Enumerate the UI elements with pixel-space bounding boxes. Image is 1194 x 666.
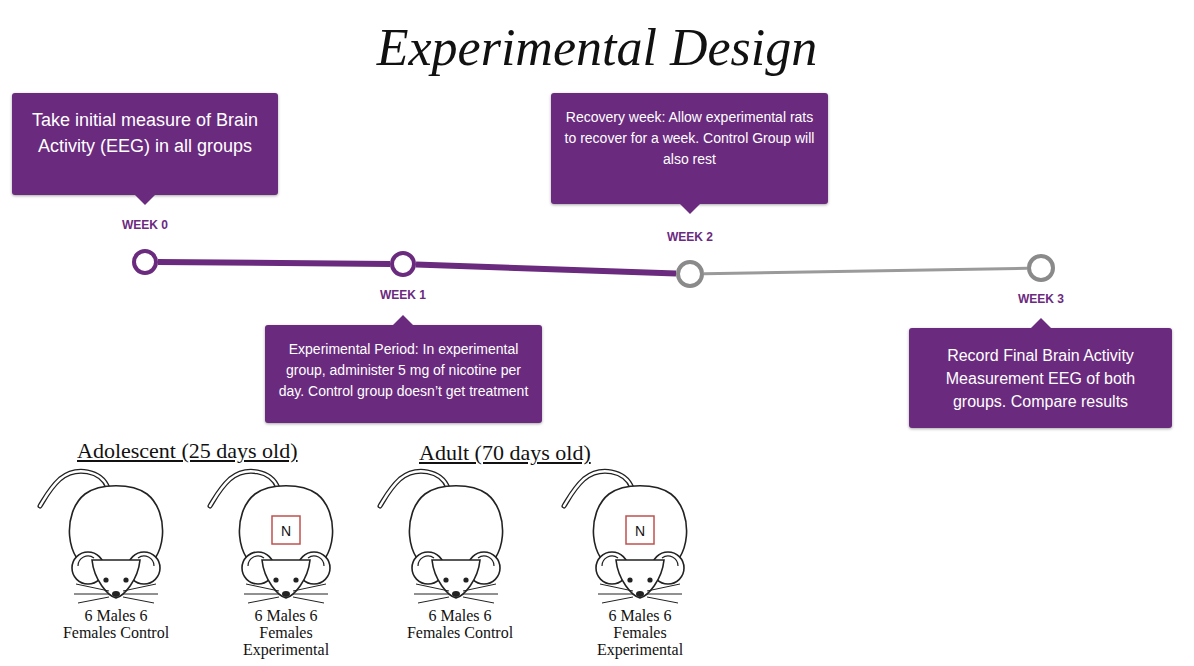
group-caption: 6 Males 6 Females Experimental [582, 607, 698, 658]
group-heading: Adult (70 days old) [419, 440, 591, 466]
callout-text: Recovery week: Allow experimental rats t… [563, 107, 816, 170]
rat-figure [40, 471, 163, 603]
timeline-segment [704, 268, 1027, 274]
callout-pointer [680, 204, 700, 214]
callout-text: Experimental Period: In experimental gro… [275, 339, 532, 402]
rat-figure [380, 471, 503, 603]
week-circle [675, 259, 705, 289]
week-ring [678, 262, 702, 286]
week-label: WEEK 1 [380, 288, 426, 302]
week-circle [130, 247, 160, 277]
callout-pointer [1031, 318, 1051, 328]
group-heading: Adolescent (25 days old) [77, 438, 298, 464]
callout-box: Take initial measure of Brain Activity (… [12, 93, 278, 195]
timeline-segment [416, 264, 676, 273]
timeline-segment [158, 262, 390, 264]
week-label: WEEK 3 [1018, 292, 1064, 306]
callout-box: Recovery week: Allow experimental rats t… [551, 93, 828, 204]
group-caption: 6 Males 6 Females Control [58, 607, 174, 641]
nicotine-mark: N [276, 522, 296, 540]
rat-figure [210, 471, 333, 603]
week-marker: WEEK 1 [388, 249, 418, 279]
callout-box: Record Final Brain Activity Measurement … [909, 328, 1172, 428]
rat-figure [564, 471, 687, 603]
callout-box: Experimental Period: In experimental gro… [265, 325, 542, 423]
week-label: WEEK 0 [122, 218, 168, 232]
nicotine-patch [272, 516, 300, 544]
callout-pointer [135, 195, 155, 205]
week-ring [392, 253, 414, 275]
week-label: WEEK 2 [667, 230, 713, 244]
group-caption: 6 Males 6 Females Control [402, 607, 518, 641]
diagram-title: Experimental Design [0, 18, 1194, 78]
nicotine-patch [626, 516, 654, 544]
group-caption: 6 Males 6 Females Experimental [228, 607, 344, 658]
week-circle [1026, 253, 1056, 283]
week-marker: WEEK 0 [130, 247, 160, 277]
week-ring [1029, 256, 1053, 280]
callout-text: Record Final Brain Activity Measurement … [921, 344, 1160, 413]
callout-text: Take initial measure of Brain Activity (… [24, 107, 266, 159]
week-circle [388, 249, 418, 279]
nicotine-mark: N [630, 522, 650, 540]
week-marker: WEEK 3 [1026, 253, 1056, 283]
week-marker: WEEK 2 [675, 259, 705, 289]
callout-pointer [393, 315, 413, 325]
week-ring [134, 251, 156, 273]
